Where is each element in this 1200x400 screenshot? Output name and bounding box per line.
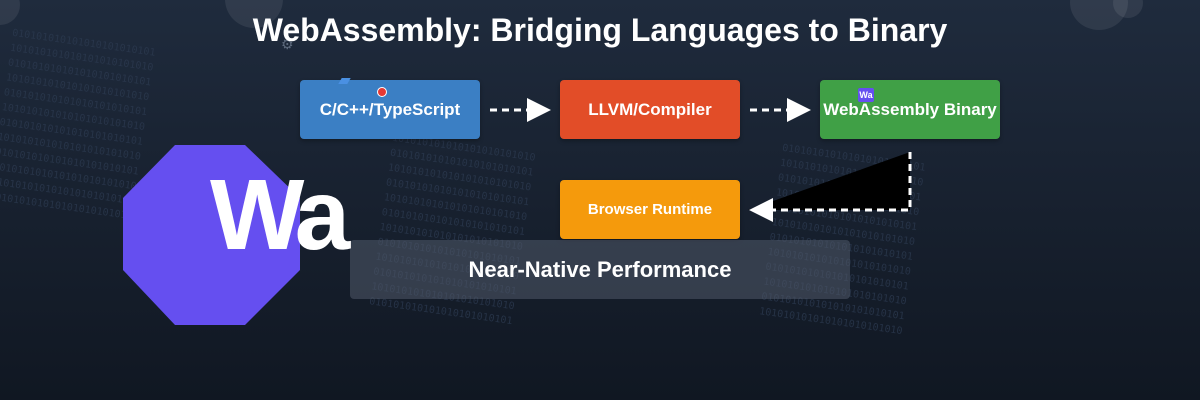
node-label: C/C++/TypeScript [319,99,461,119]
node-source-languages: C/C++/TypeScript [300,80,480,139]
wasm-badge-icon: Wa [858,88,874,102]
node-compiler: LLVM/Compiler [560,80,740,139]
diagram-title: WebAssembly: Bridging Languages to Binar… [252,12,948,48]
bubble-decoration [1113,0,1143,18]
performance-banner: Near-Native Performance [350,240,850,299]
node-label: WebAssembly Binary [823,99,997,119]
node-browser-runtime: Browser Runtime [560,180,740,239]
node-label: LLVM/Compiler [588,99,712,119]
logo-wordmark: Wa [210,159,350,271]
performance-label: Near-Native Performance [468,256,732,282]
gear-icon: ⚙ [281,36,294,52]
node-label: Browser Runtime [587,201,713,218]
language-badge-icon [377,87,387,97]
node-webassembly-binary: WebAssembly Binary [820,80,1000,139]
connector-wedge [748,152,910,210]
